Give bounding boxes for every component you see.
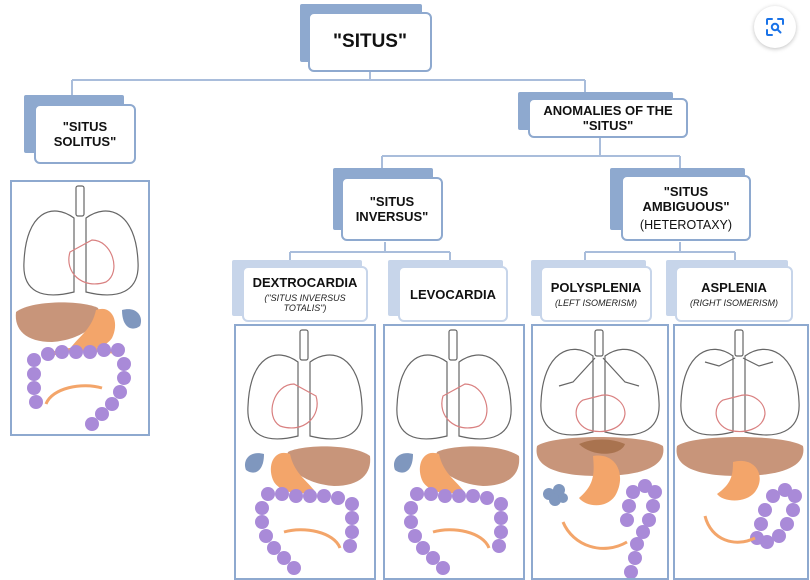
visual-search-button[interactable]	[754, 6, 796, 48]
levocardia-illustration	[383, 324, 525, 580]
right-lung-icon	[23, 210, 75, 296]
colon-icon	[750, 483, 802, 549]
situs-ambiguous-label: "SITUS AMBIGUOUS"	[642, 184, 730, 214]
stomach-icon	[419, 452, 463, 494]
colon-icon	[255, 487, 359, 575]
right-lung-icon	[247, 354, 299, 440]
levocardia-node: LEVOCARDIA	[398, 266, 508, 322]
right-lung-icon	[540, 348, 594, 436]
colon-icon	[27, 343, 131, 431]
left-lung-icon	[458, 354, 512, 440]
asplenia-note: (RIGHT ISOMERISM)	[690, 298, 778, 308]
root-node: "SITUS"	[308, 12, 432, 72]
colon-icon	[620, 479, 662, 578]
situs-ambiguous-node: "SITUS AMBIGUOUS" (HETEROTAXY)	[621, 175, 751, 241]
situs-solitus-label: "SITUS SOLITUS"	[53, 119, 117, 149]
stomach-icon	[579, 455, 621, 506]
spleen-icon	[543, 484, 568, 506]
situs-inversus-label: "SITUS INVERSUS"	[355, 194, 429, 224]
left-lung-icon	[85, 210, 139, 296]
levocardia-label: LEVOCARDIA	[410, 286, 496, 302]
polysplenia-illustration	[531, 324, 669, 580]
polysplenia-note: (LEFT ISOMERISM)	[554, 298, 637, 308]
spleen-icon	[393, 453, 413, 473]
trachea-icon	[448, 329, 458, 361]
heart-icon	[715, 394, 766, 433]
stomach-icon	[717, 460, 760, 501]
spleen-icon	[122, 309, 142, 329]
heterotaxy-label: (HETEROTAXY)	[639, 218, 733, 232]
heart-icon	[68, 239, 115, 285]
trachea-icon	[594, 329, 604, 357]
asplenia-illustration	[673, 324, 809, 580]
right-lung-icon	[680, 348, 734, 436]
dextrocardia-illustration	[234, 324, 376, 580]
liver-icon	[15, 302, 99, 342]
polysplenia-node: POLYSPLENIA (LEFT ISOMERISM)	[540, 266, 652, 322]
right-lung-icon	[396, 354, 448, 440]
trachea-icon	[75, 185, 85, 217]
left-lung-icon	[604, 348, 660, 436]
colon-icon	[404, 487, 508, 575]
dextrocardia-note: ("SITUS INVERSUS TOTALIS")	[264, 293, 346, 313]
liver-icon	[436, 446, 520, 486]
dextrocardia-node: DEXTROCARDIA ("SITUS INVERSUS TOTALIS")	[242, 266, 368, 322]
trachea-icon	[734, 329, 744, 357]
situs-solitus-illustration	[10, 180, 150, 436]
stomach-icon	[72, 308, 116, 350]
left-lung-icon	[744, 348, 800, 436]
visual-search-icon	[766, 18, 784, 36]
liver-icon	[676, 437, 804, 476]
anomalies-label: ANOMALIES OF THE "SITUS"	[543, 103, 673, 133]
heart-icon	[271, 383, 318, 429]
left-lung-icon	[309, 354, 363, 440]
situs-inversus-node: "SITUS INVERSUS"	[341, 177, 443, 241]
heart-icon	[441, 383, 488, 429]
asplenia-node: ASPLENIA (RIGHT ISOMERISM)	[675, 266, 793, 322]
anomalies-node: ANOMALIES OF THE "SITUS"	[528, 98, 688, 138]
polysplenia-label: POLYSPLENIA	[550, 280, 642, 295]
situs-solitus-node: "SITUS SOLITUS"	[34, 104, 136, 164]
spleen-icon	[244, 453, 264, 473]
liver-icon	[287, 446, 371, 486]
asplenia-label: ASPLENIA	[701, 280, 767, 295]
trachea-icon	[299, 329, 309, 361]
stomach-icon	[270, 452, 314, 494]
dextrocardia-label: DEXTROCARDIA	[252, 275, 358, 290]
root-label: "SITUS"	[333, 31, 407, 52]
heart-icon	[575, 394, 626, 433]
